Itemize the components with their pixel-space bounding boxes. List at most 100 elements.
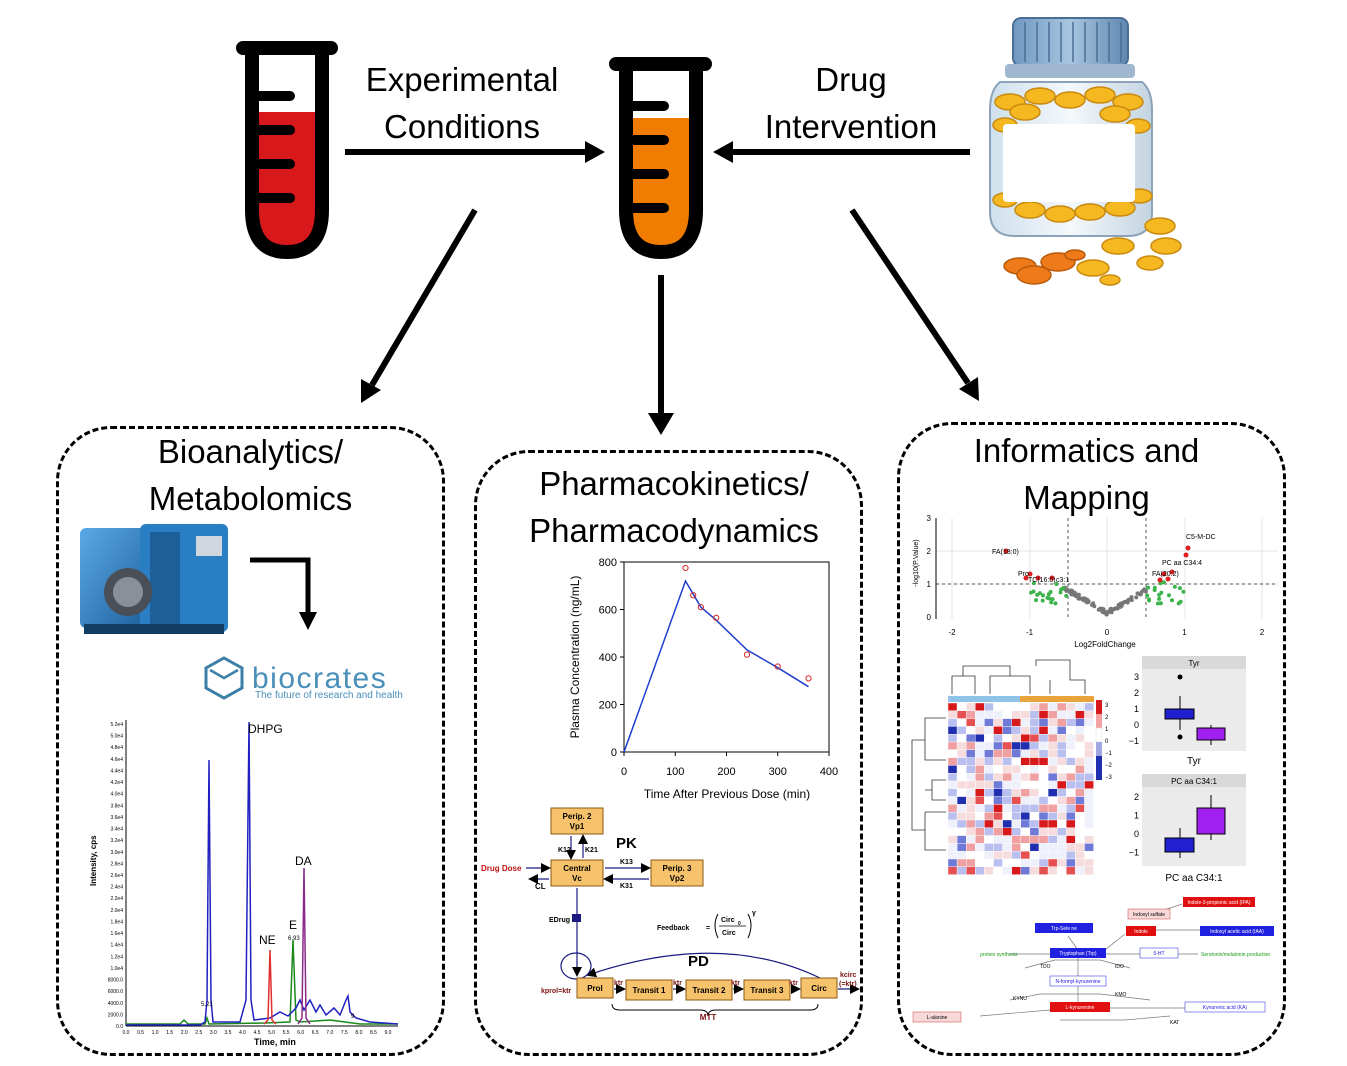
- pkpd-title-line2: Pharmacodynamics: [529, 512, 819, 549]
- heatmap-cell: [1002, 773, 1012, 782]
- heatmap-cell: [947, 726, 958, 735]
- heatmap-cell: [1056, 827, 1067, 836]
- label-drug-dose: Drug Dose: [481, 864, 522, 873]
- peak-label-da: DA: [295, 854, 312, 868]
- heatmap-cell: [1056, 765, 1067, 774]
- central-line1: Central: [563, 864, 591, 873]
- heatmap-cell: [1038, 819, 1049, 829]
- volcano-point-sig: [1183, 552, 1189, 558]
- informatics-title-line2: Mapping: [1023, 479, 1150, 516]
- chromatogram-y-tick-label: 1.8e4: [110, 919, 123, 925]
- heatmap-cell: [1084, 866, 1094, 875]
- chromatogram-y-tick-label: 2.2e4: [110, 896, 123, 902]
- volcano-x-tick-label: 2: [1260, 628, 1265, 637]
- volcano-point-fc: [1031, 581, 1036, 586]
- heatmap-cell: [1038, 843, 1049, 852]
- heatmap-cell: [947, 858, 958, 868]
- heatmap-cell: [993, 835, 1003, 844]
- pathway-indoxyl-sulfate: Indoxyl sulfate: [1133, 912, 1165, 918]
- pathway-kynu: KYNU: [1013, 996, 1027, 1002]
- volcano-y-tick-label: 3: [927, 514, 932, 523]
- pkpd-model-schematic: Perip. 2 Vp1 Central Vc Perip. 3 Vp2 PK …: [481, 807, 860, 1022]
- heatmap-cell: [1084, 788, 1094, 797]
- heatmap-cell: [1038, 812, 1049, 821]
- arrow-to-bioanalytics: [369, 208, 478, 387]
- heatmap-cell: [1029, 812, 1040, 821]
- heatmap-cell: [1066, 726, 1076, 735]
- heatmap-cell: [1038, 796, 1049, 805]
- chromatogram-y-tick-label: 4.2e4: [110, 780, 123, 786]
- heatmap-cell: [966, 749, 976, 758]
- boxplot-tyr-box-1: [1164, 708, 1195, 720]
- heatmap-cell: [1029, 757, 1040, 766]
- heatmap-cell: [1047, 796, 1058, 805]
- heatmap-cell: [1075, 858, 1085, 868]
- heatmap-cell: [1084, 827, 1094, 836]
- chromatogram-y-tick-label: 1.2e4: [110, 954, 123, 960]
- chromatogram-x-tick-label: 0.0: [123, 1030, 130, 1036]
- pathway-indole-propionic: Indole-3-propionic acid (IPA): [1188, 900, 1251, 906]
- heatmap-cell: [1066, 780, 1076, 790]
- heatmap-cell: [966, 866, 976, 875]
- circ-box: [800, 977, 838, 999]
- heatmap-cell: [1011, 812, 1022, 821]
- boxplot-tyr-y-tick-label: 2: [1134, 688, 1139, 698]
- volcano-point-fc: [1035, 592, 1040, 597]
- heatmap-cell: [966, 726, 976, 735]
- heatmap-cell: [1002, 812, 1012, 821]
- pathway-trp-selenium: Trp-Sele ne: [1051, 926, 1077, 932]
- heatmap-cell: [956, 780, 967, 790]
- volcano-point-fc: [1045, 595, 1050, 600]
- heatmap-cell: [1084, 749, 1094, 758]
- chromatogram-y-tick-label: 3.4e4: [110, 827, 123, 833]
- volcano-point-fc: [1048, 589, 1053, 594]
- pk-label: PK: [616, 835, 637, 852]
- heatmap-cell: [1002, 702, 1012, 712]
- chromatogram-x-tick-label: 3.5: [224, 1030, 231, 1036]
- heatmap-cell: [975, 788, 985, 797]
- biocrates-tagline: The future of research and health: [255, 690, 403, 701]
- heatmap-cell: [1084, 796, 1094, 805]
- heatmap-cell: [1011, 796, 1022, 805]
- heatmap-cell: [1029, 773, 1040, 782]
- drug-label-line2: Intervention: [764, 108, 938, 145]
- heatmap-cell: [993, 812, 1003, 821]
- heatmap-cell: [1038, 780, 1049, 790]
- heatmap-cell: [1075, 757, 1085, 766]
- volcano-point-ns: [1082, 598, 1087, 603]
- heatmap-cell: [1038, 804, 1049, 813]
- heatmap-cell: [956, 796, 967, 805]
- heatmap-cell: [1075, 812, 1085, 821]
- heatmap-cell: [956, 741, 967, 751]
- chromatogram-x-tick-label: 5.0: [268, 1030, 275, 1036]
- heatmap-cell: [1011, 710, 1022, 719]
- heatmap-cell: [984, 858, 994, 868]
- heatmap-cell: [1029, 796, 1040, 805]
- heatmap-cell: [1029, 718, 1040, 727]
- heatmap-cell: [1020, 812, 1031, 821]
- volcano-point-sig: [1161, 571, 1167, 577]
- heatmap-cell: [966, 788, 976, 797]
- heatmap-cell: [1020, 765, 1031, 774]
- pathway-kat: KAT: [1170, 1020, 1179, 1026]
- heatmap-cell: [993, 718, 1003, 727]
- heatmap-cell: [993, 819, 1003, 829]
- volcano-point-fc: [1034, 598, 1039, 603]
- experimental-label-line2: Conditions: [384, 108, 540, 145]
- chromatogram-x-tick-label: 3.0: [210, 1030, 217, 1036]
- volcano-point-sig: [1049, 575, 1055, 581]
- heatmap-cell: [1075, 819, 1085, 829]
- pathway-indole: Indole: [1134, 929, 1148, 935]
- heatmap-cell: [966, 702, 976, 712]
- volcano-point-fc: [1053, 601, 1058, 606]
- chromatogram-y-tick-label: 5.2e4: [110, 722, 123, 728]
- heatmap-cell: [956, 765, 967, 774]
- bioanalytics-title-line2: Metabolomics: [148, 480, 353, 517]
- volcano-point-sig: [1035, 575, 1041, 581]
- label-transit1: Transit 1: [633, 986, 666, 995]
- chromatogram-y-tick-label: 1.6e4: [110, 931, 123, 937]
- heatmap-cell: [1056, 788, 1067, 797]
- pk-observed-points: [682, 564, 812, 682]
